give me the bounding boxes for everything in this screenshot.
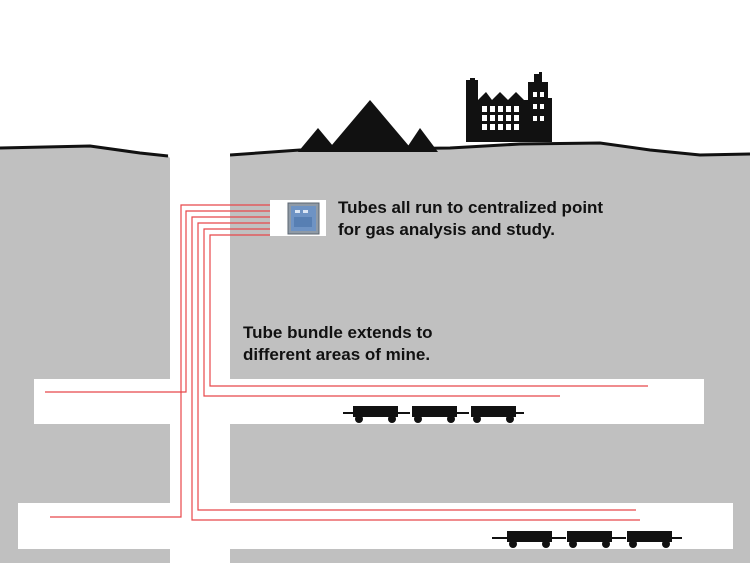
tube-bundle-label: Tube bundle extends to different areas o…: [243, 322, 433, 366]
mine-cart-icon: [412, 406, 469, 423]
gas-analyzer-cabinet-icon: [287, 202, 320, 235]
tube-2: [45, 210, 270, 393]
analysis-point-label-line2: for gas analysis and study.: [338, 220, 555, 239]
mine-headframe-icon: [466, 72, 552, 142]
coal-pile-icon: [298, 100, 438, 152]
lower-tunnel: [18, 503, 733, 549]
tube-1: [50, 204, 270, 518]
tube-bundle: [45, 204, 648, 521]
mine-cart-icon: [567, 531, 626, 548]
analysis-point-label: Tubes all run to centralized point for g…: [338, 197, 603, 241]
tube-bundle-label-line2: different areas of mine.: [243, 345, 431, 364]
mine-cart-icon: [471, 406, 524, 423]
tube-5: [203, 228, 560, 397]
tube-3: [191, 216, 640, 521]
surface-line: [0, 144, 169, 158]
analysis-point-label-line1: Tubes all run to centralized point: [338, 198, 604, 217]
tube-bundle-label-line1: Tube bundle extends to: [243, 323, 433, 342]
tube-6: [209, 234, 648, 387]
ground-mass: [0, 146, 170, 563]
mine-cart-icon: [627, 531, 682, 548]
ground-mass-right: [230, 143, 750, 563]
mine-cart-icon: [343, 406, 410, 423]
mine-cart-icon: [492, 531, 566, 548]
tube-4: [197, 222, 636, 511]
mine-shaft: [170, 150, 230, 550]
